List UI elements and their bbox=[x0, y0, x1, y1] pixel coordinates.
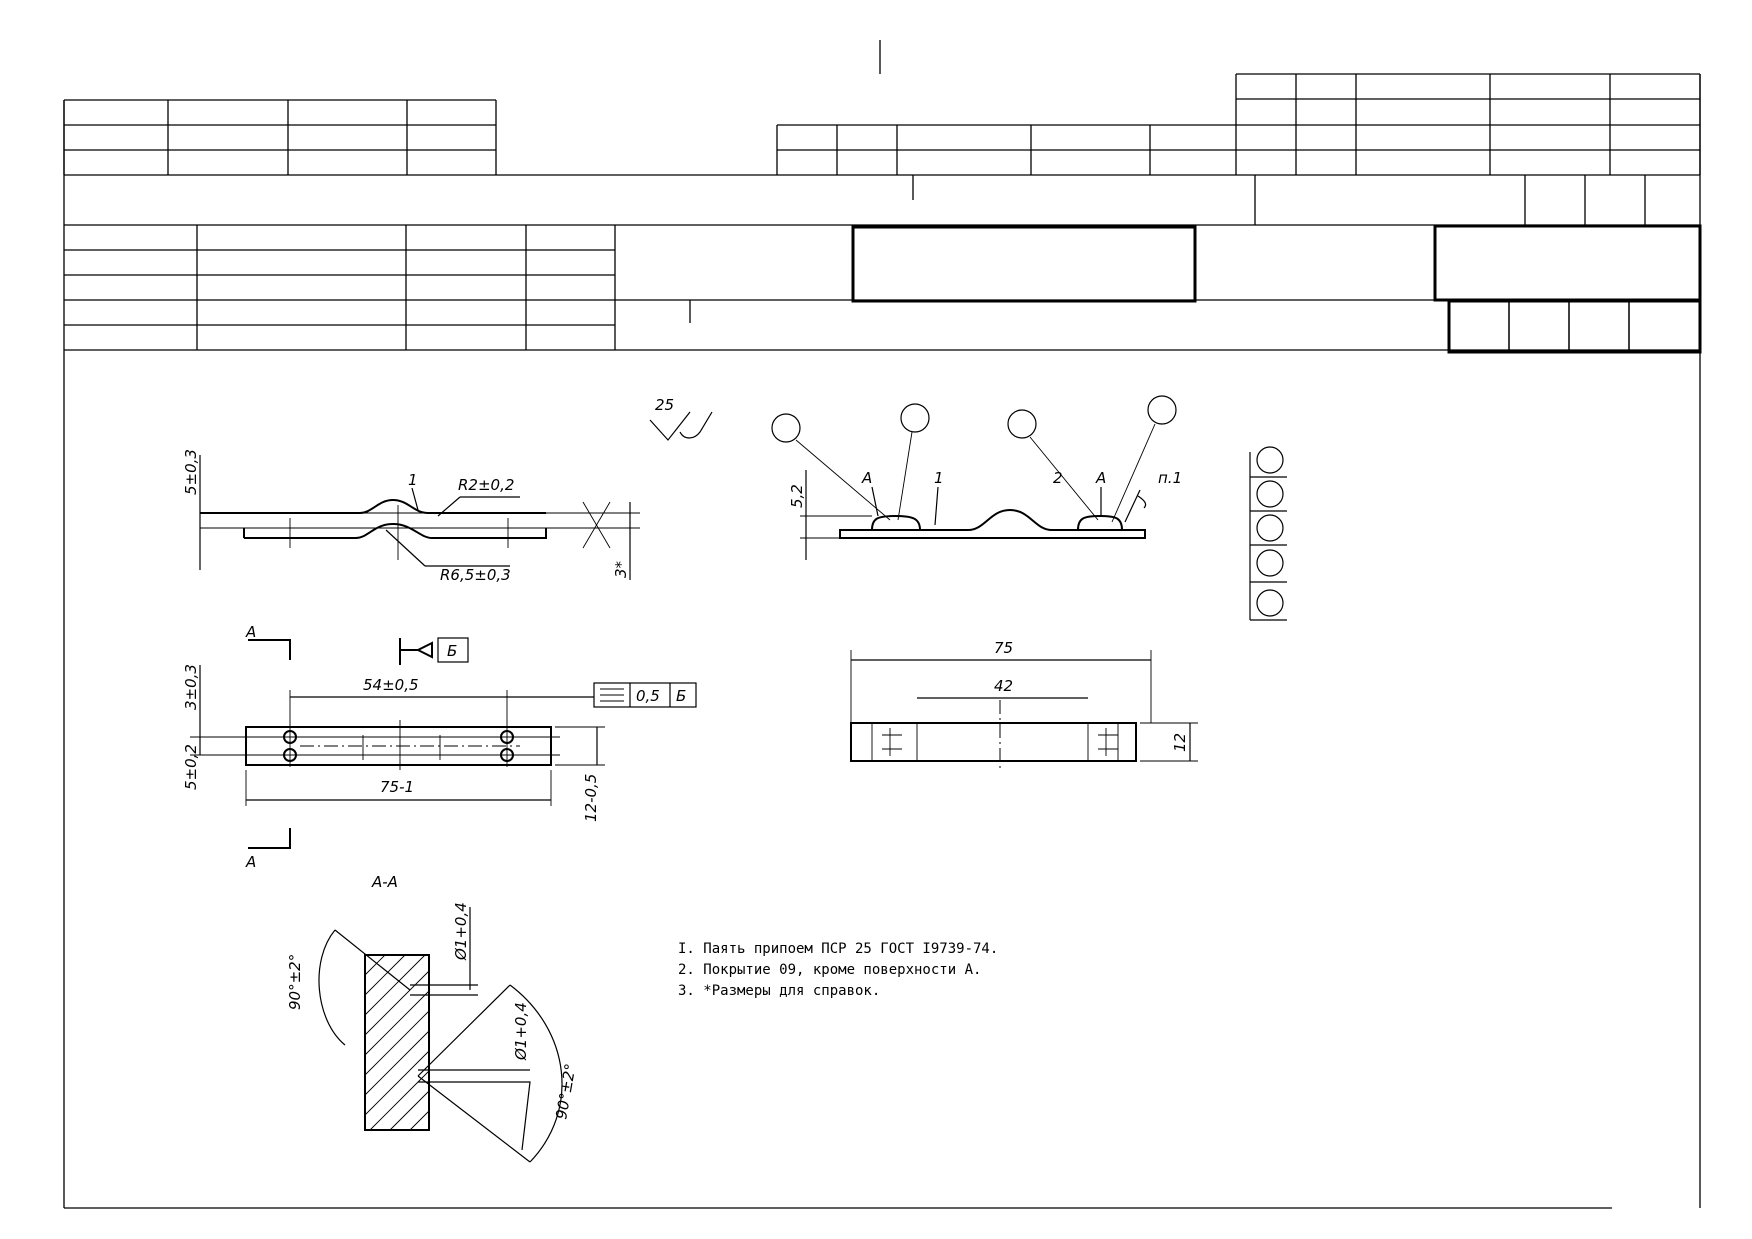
dim-radius-large: R6,5±0,3 bbox=[440, 566, 511, 584]
dim-length-tolerance: 75-1 bbox=[380, 778, 414, 796]
note-1: I. Паять припоем ПСР 25 ГОСТ I9739-74. bbox=[678, 941, 998, 957]
position-1: 1 bbox=[408, 471, 418, 489]
dim-edge-offset: 3±0,3 bbox=[182, 664, 200, 710]
datum-label: Б bbox=[447, 642, 457, 660]
tolerance-datum: Б bbox=[676, 687, 686, 705]
dim-offset-ref: 3* bbox=[612, 560, 630, 578]
dim-diameter-top: Ø1+0,4 bbox=[452, 902, 470, 961]
dim-width: 12 bbox=[1171, 733, 1189, 752]
title-block-grid bbox=[63, 40, 1701, 1209]
assembly-position-1: 1 bbox=[934, 469, 944, 487]
note-2: 2. Покрытие 09, кроме поверхности А. bbox=[678, 962, 981, 978]
dim-inner-length: 42 bbox=[994, 677, 1013, 695]
section-mark-top: А bbox=[245, 623, 256, 641]
dim-angle-left: 90°±2° bbox=[286, 954, 304, 1010]
side-view: 5±0,3 R2±0,2 1 R6,5±0,3 3* bbox=[182, 449, 640, 584]
plan-view: 75 42 12 bbox=[850, 639, 1198, 770]
section-title: А-А bbox=[371, 873, 398, 891]
section-mark-bottom: А bbox=[245, 853, 256, 871]
dim-overall-length: 75 bbox=[994, 639, 1013, 657]
assembly-view: 5,2 А 1 2 А п.1 bbox=[771, 395, 1182, 560]
dim-angle-right: 90°±2° bbox=[552, 1062, 579, 1120]
tolerance-value: 0,5 bbox=[636, 687, 660, 705]
position-2: 2 bbox=[1053, 469, 1063, 487]
dim-diameter-bottom: Ø1+0,4 bbox=[512, 1002, 530, 1061]
position-circles bbox=[1249, 446, 1287, 621]
dim-height: 5,2 bbox=[788, 484, 806, 508]
note-3: 3. *Размеры для справок. bbox=[678, 983, 880, 999]
note-ref: п.1 bbox=[1158, 469, 1182, 487]
dim-hole-spacing: 54±0,5 bbox=[363, 676, 419, 694]
top-view: 54±0,5 3±0,3 5±0,2 75-1 12-0,5 А А Б 0,5… bbox=[182, 623, 697, 871]
bold-boxes bbox=[851, 224, 1702, 354]
dim-hole-pitch: 5±0,2 bbox=[182, 744, 200, 790]
dim-thickness: 5±0,3 bbox=[182, 449, 200, 495]
dim-width-tolerance: 12-0,5 bbox=[582, 774, 600, 822]
mark-a-right: А bbox=[1095, 469, 1106, 487]
dim-radius-small: R2±0,2 bbox=[458, 476, 514, 494]
technical-notes: I. Паять припоем ПСР 25 ГОСТ I9739-74. 2… bbox=[678, 941, 998, 999]
roughness-value: 25 bbox=[655, 396, 674, 414]
roughness-symbol: 25 bbox=[649, 396, 713, 441]
section-view: А-А Ø1+0,4 Ø1+0,4 90°±2° 90°±2° bbox=[286, 873, 580, 1163]
mark-a-left: А bbox=[861, 469, 872, 487]
